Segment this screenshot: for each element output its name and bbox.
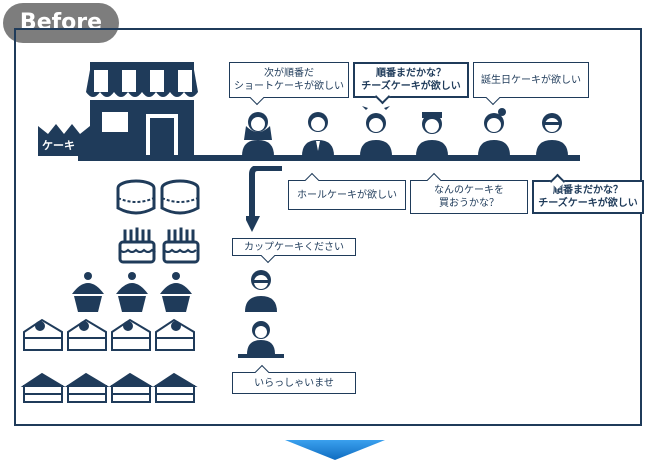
bubble-customer-2: ホールケーキが欲しい: [288, 172, 406, 210]
shop-icon: [86, 62, 198, 158]
shop-label: ケーキ: [38, 136, 90, 156]
next-arrow: [285, 440, 385, 460]
bubble-buyer: カップケーキください: [232, 238, 356, 264]
clerk-icon: [238, 321, 284, 358]
bubble-customer-3: 順番まだかな？ チーズケーキが欲しい: [353, 62, 469, 105]
whole-cake-icon: [116, 179, 156, 215]
bubble-clerk: いらっしゃいませ: [232, 364, 356, 394]
before-badge: Before: [3, 3, 119, 43]
buyer-icon: [245, 270, 277, 312]
diagram-frame: [14, 28, 642, 426]
bubble-customer-6: 順番まだかな？ チーズケーキが欲しい: [532, 173, 644, 214]
bubble-customer-4: なんのケーキを 買おうかな？: [410, 172, 528, 214]
cake-display: [20, 179, 200, 403]
queue-arrow: [246, 166, 282, 232]
customer-icons: [242, 106, 568, 156]
shop-crown: [38, 124, 90, 138]
bubble-customer-5: 誕生日ケーキが欲しい: [473, 62, 589, 106]
bubble-customer-1: 次が順番だ ショートケーキが欲しい: [229, 62, 349, 106]
queue-line: [78, 155, 580, 161]
